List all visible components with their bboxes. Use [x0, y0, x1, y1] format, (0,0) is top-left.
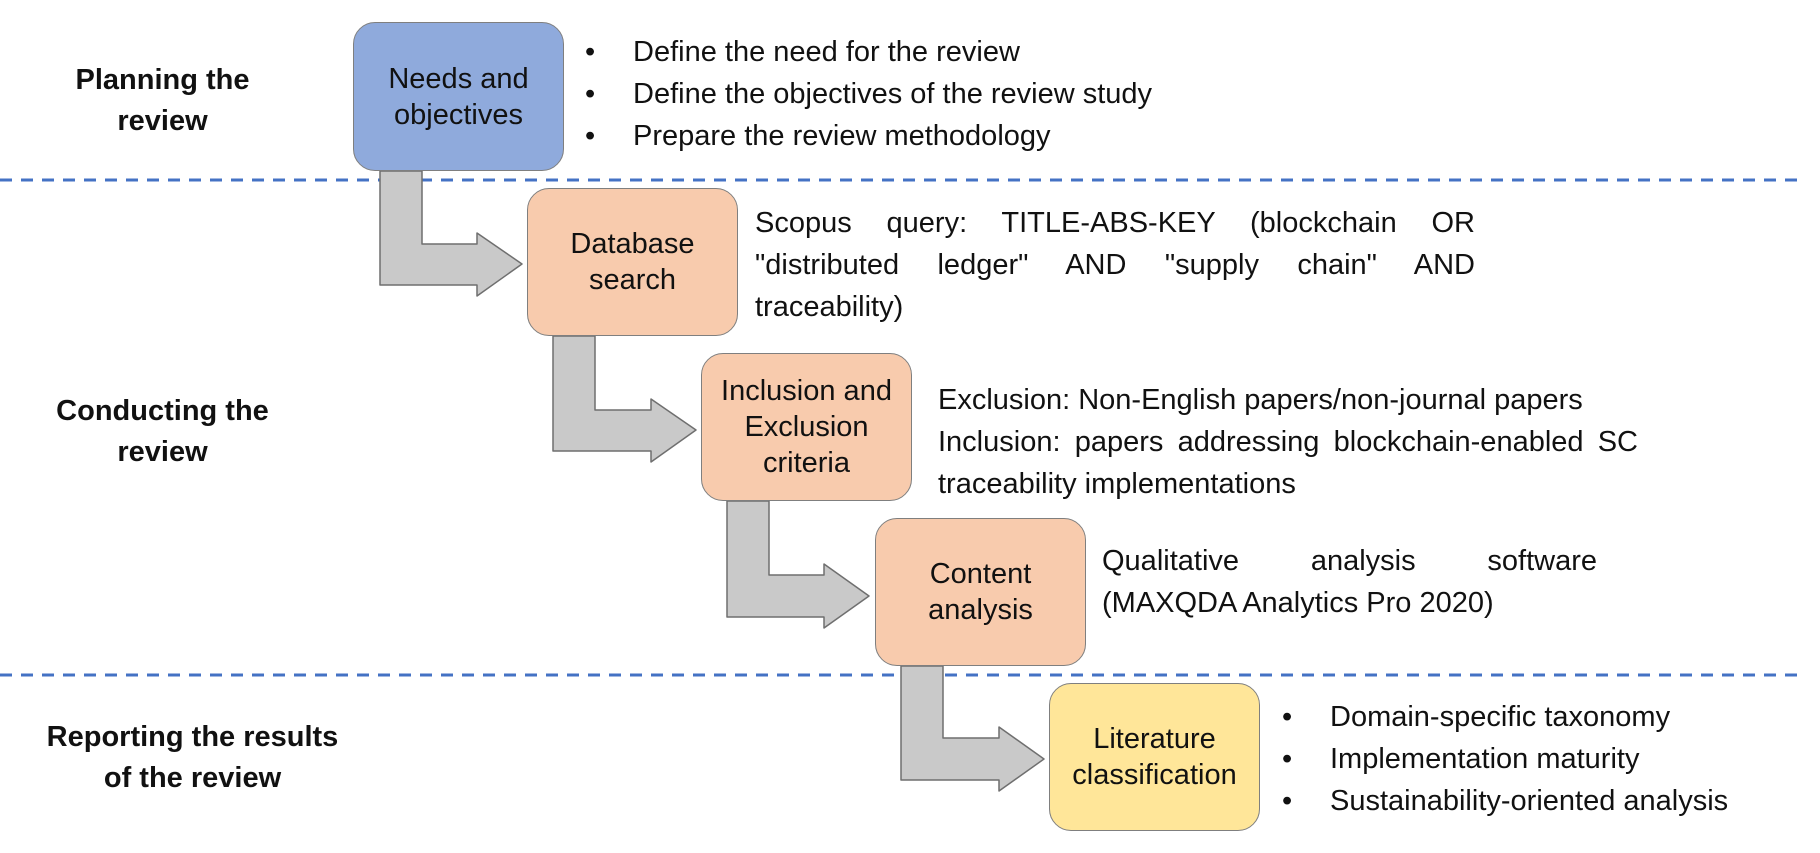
node-needs-and-objectives: Needs and objectives — [353, 22, 564, 171]
planning-bullet: Define the objectives of the review stud… — [585, 73, 1152, 115]
reporting-bullet: Domain-specific taxonomy — [1282, 696, 1728, 738]
inclusion-criteria: Inclusion: papers addressing blockchain-… — [938, 426, 1638, 500]
reporting-bullet: Sustainability-oriented analysis — [1282, 780, 1728, 822]
exclusion-criteria: Exclusion: Non-English papers/non-journa… — [938, 384, 1583, 416]
reporting-bullet: Implementation maturity — [1282, 738, 1728, 780]
phase-label-planning: Planning the review — [75, 64, 250, 137]
node-content-analysis: Content analysis — [875, 518, 1086, 666]
node-inclusion-exclusion-criteria: Inclusion and Exclusion criteria — [701, 353, 912, 501]
node-database-search: Database search — [527, 188, 738, 336]
arrow-content-to-classification — [900, 665, 1045, 792]
content-analysis-software: Qualitative analysis software (MAXQDA An… — [1102, 545, 1597, 619]
planning-bullet-list: Define the need for the review Define th… — [585, 31, 1152, 157]
arrow-criteria-to-content — [726, 500, 870, 629]
phase-label-conducting: Conducting the review — [56, 395, 269, 468]
planning-bullet: Define the need for the review — [585, 31, 1152, 73]
node-literature-classification: Literature classification — [1049, 683, 1260, 831]
arrow-needs-to-database — [379, 170, 523, 297]
reporting-bullet-list: Domain-specific taxonomy Implementation … — [1282, 696, 1728, 822]
criteria-description: Exclusion: Non-English papers/non-journa… — [938, 379, 1638, 505]
arrow-database-to-criteria — [552, 335, 697, 463]
database-search-query: Scopus query: TITLE-ABS-KEY (blockchain … — [755, 207, 1475, 323]
planning-bullet: Prepare the review methodology — [585, 115, 1152, 157]
phase-label-reporting: Reporting the results of the review — [46, 721, 339, 794]
